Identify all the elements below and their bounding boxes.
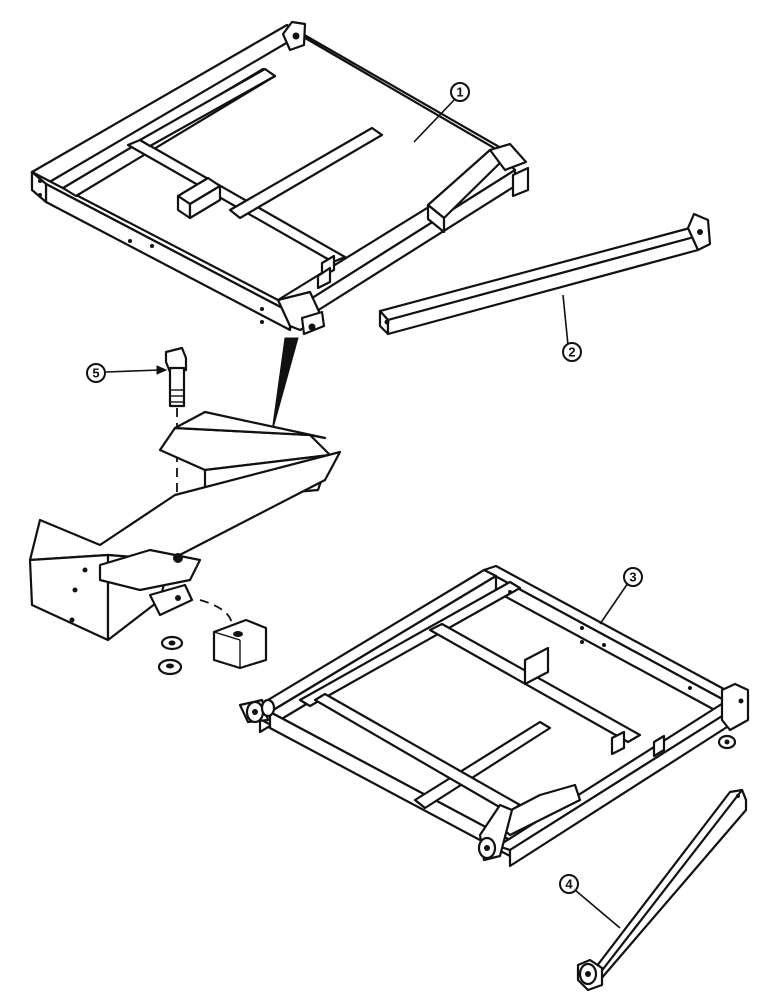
bolt	[164, 346, 188, 408]
diagonal-brace-upper	[378, 212, 712, 336]
frame-assembly-lower	[238, 564, 750, 868]
callout-label-2: 2	[568, 345, 575, 360]
callout-1: 1	[413, 82, 470, 143]
callout-label-5: 5	[92, 366, 99, 381]
callout-label-4: 4	[565, 877, 573, 892]
callout-5: 5	[86, 363, 168, 383]
detail-view	[28, 337, 342, 676]
diagonal-brace-lower	[576, 788, 748, 992]
callout-label-1: 1	[456, 85, 463, 100]
callout-label-3: 3	[629, 570, 636, 585]
callout-2: 2	[562, 294, 582, 362]
frame-assembly-upper	[30, 20, 530, 336]
detail-pointer	[271, 337, 299, 433]
callout-3: 3	[599, 567, 643, 625]
callout-4: 4	[559, 874, 621, 929]
